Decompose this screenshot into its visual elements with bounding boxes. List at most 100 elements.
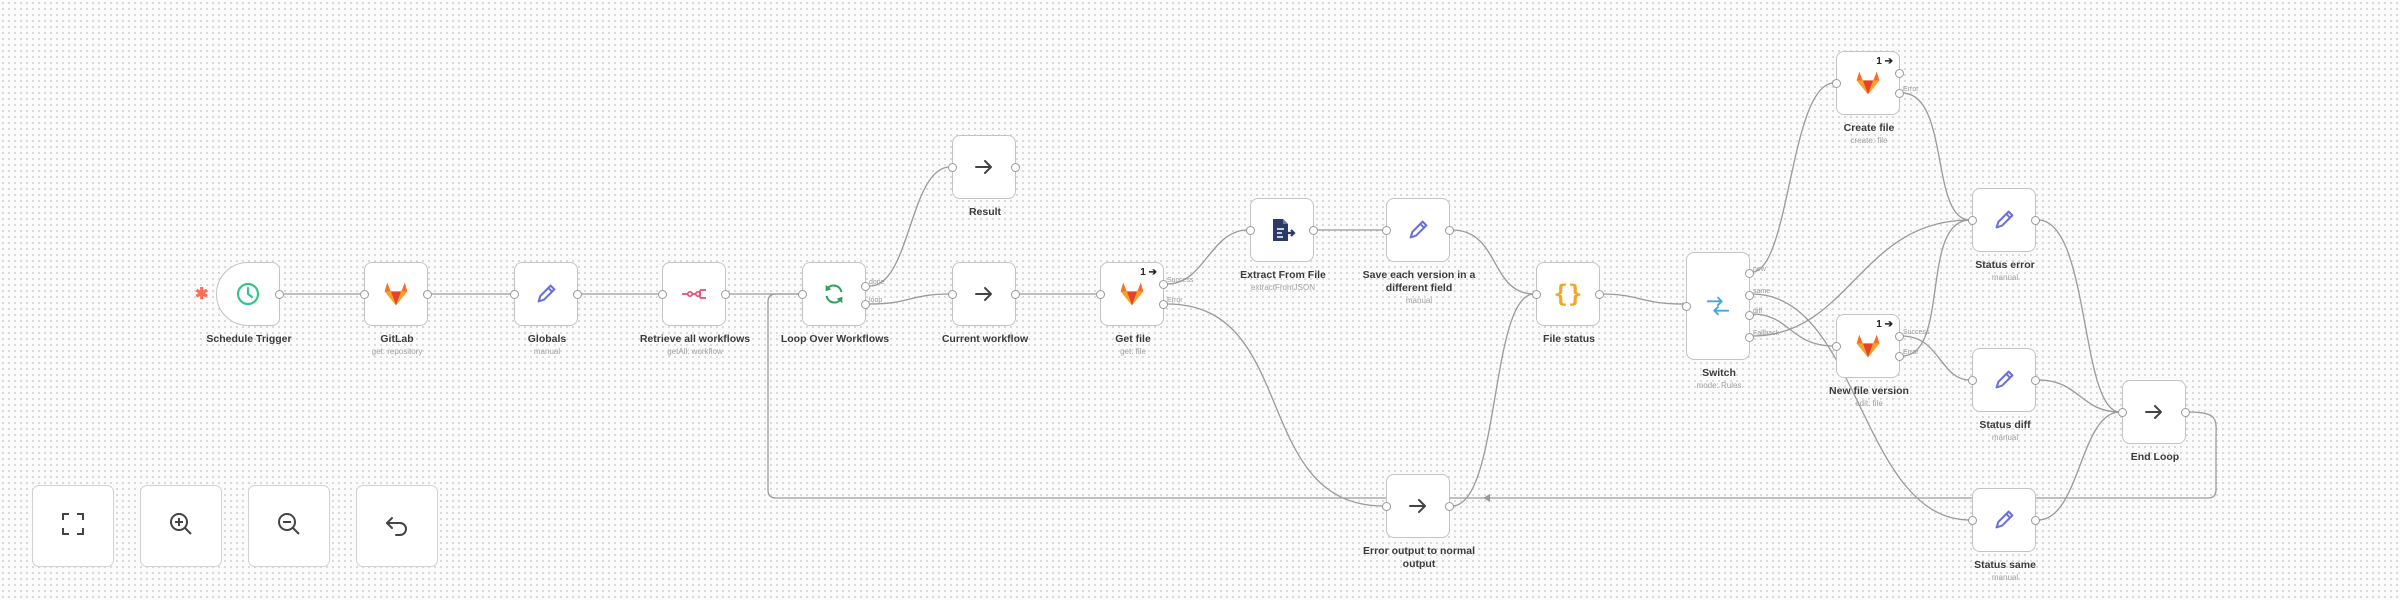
arrow-right-icon — [1403, 491, 1433, 521]
switch-diff-handle[interactable] — [1745, 311, 1754, 320]
switch-fallback-handle[interactable] — [1745, 333, 1754, 342]
edge-newversion-statusdiff[interactable] — [1901, 335, 1971, 381]
switch-new-handle[interactable] — [1745, 269, 1754, 278]
edge-statusdiff-endloop[interactable] — [2037, 379, 2121, 413]
edge-statuserror-endloop[interactable] — [2037, 219, 2121, 413]
status-same-output-handle[interactable] — [2031, 516, 2040, 525]
loop-done-output-handle[interactable] — [861, 282, 870, 291]
zoom-in-button[interactable] — [140, 485, 222, 567]
retrieve-workflows-output-handle[interactable] — [721, 290, 730, 299]
extract-output-handle[interactable] — [1309, 226, 1318, 235]
file-status-output-handle[interactable] — [1595, 290, 1604, 299]
schedule-trigger-output-handle[interactable] — [275, 290, 284, 299]
loop-over-workflows-node[interactable]: done loop Loop Over Workflows — [781, 262, 889, 345]
edge-saveeach-filestatus[interactable] — [1451, 229, 1535, 295]
result-node[interactable]: Result — [948, 135, 1020, 218]
gitlab-icon — [1853, 331, 1883, 361]
status-same-input-handle[interactable] — [1968, 516, 1977, 525]
create-file-success-handle[interactable] — [1895, 69, 1904, 78]
retrieve-workflows-input-handle[interactable] — [658, 290, 667, 299]
current-workflow-node[interactable]: Current workflow — [942, 262, 1028, 345]
globals-input-handle[interactable] — [510, 290, 519, 299]
file-status-node[interactable]: {} File status — [1532, 262, 1604, 345]
pencil-icon — [1403, 215, 1433, 245]
switch-same-handle[interactable] — [1745, 291, 1754, 300]
edge-getfile-extract[interactable] — [1166, 229, 1249, 285]
gitlab-icon — [381, 279, 411, 309]
edge-getfile-erroroutput[interactable] — [1166, 303, 1385, 507]
edge-switch-statussame[interactable] — [1751, 293, 1971, 521]
get-file-error-handle[interactable] — [1159, 300, 1168, 309]
schedule-trigger-node[interactable]: Schedule Trigger — [206, 262, 292, 345]
edge-endloop-loop[interactable] — [767, 293, 2217, 499]
save-each-output-handle[interactable] — [1445, 226, 1454, 235]
reset-zoom-button[interactable] — [356, 485, 438, 567]
status-error-input-handle[interactable] — [1968, 216, 1977, 225]
error-output-label: Error output to normal output — [1363, 545, 1475, 570]
loop-loop-port-label: loop — [869, 297, 883, 304]
fit-view-button[interactable] — [32, 485, 114, 567]
globals-output-handle[interactable] — [573, 290, 582, 299]
get-file-input-handle[interactable] — [1096, 290, 1105, 299]
edge-switch-newversion[interactable] — [1751, 313, 1835, 347]
end-loop-node[interactable]: End Loop — [2118, 380, 2190, 463]
error-output-node[interactable]: Error output to normal output — [1363, 474, 1475, 570]
error-output-input-handle[interactable] — [1382, 502, 1391, 511]
status-diff-input-handle[interactable] — [1968, 376, 1977, 385]
new-file-version-input-handle[interactable] — [1832, 342, 1841, 351]
loop-input-handle[interactable] — [798, 290, 807, 299]
gitlab-input-handle[interactable] — [360, 290, 369, 299]
gitlab-output-handle[interactable] — [423, 290, 432, 299]
edge-switch-createfile[interactable] — [1751, 82, 1835, 273]
current-workflow-output-handle[interactable] — [1011, 290, 1020, 299]
end-loop-output-handle[interactable] — [2181, 408, 2190, 417]
edge-loop-current[interactable] — [869, 293, 951, 305]
edge-filestatus-switch[interactable] — [1601, 293, 1685, 305]
result-output-handle[interactable] — [1011, 163, 1020, 172]
create-file-input-handle[interactable] — [1832, 79, 1841, 88]
edge-switch-statuserror[interactable] — [1751, 219, 1971, 337]
save-each-input-handle[interactable] — [1382, 226, 1391, 235]
edge-endloop-loop-arrow — [1483, 494, 1490, 502]
loop-loop-output-handle[interactable] — [861, 300, 870, 309]
create-file-error-handle[interactable] — [1895, 89, 1904, 98]
edge-erroroutput-filestatus[interactable] — [1451, 293, 1535, 507]
result-input-handle[interactable] — [948, 163, 957, 172]
extract-input-handle[interactable] — [1246, 226, 1255, 235]
edge-statussame-endloop[interactable] — [2037, 411, 2121, 521]
switch-diff-port-label: diff — [1753, 308, 1763, 315]
error-output-output-handle[interactable] — [1445, 502, 1454, 511]
new-file-version-error-handle[interactable] — [1895, 352, 1904, 361]
current-workflow-input-handle[interactable] — [948, 290, 957, 299]
status-diff-output-handle[interactable] — [2031, 376, 2040, 385]
switch-icon — [1703, 291, 1733, 321]
edge-createfile-statuserror[interactable] — [1901, 92, 1971, 221]
end-loop-input-handle[interactable] — [2118, 408, 2127, 417]
status-error-output-handle[interactable] — [2031, 216, 2040, 225]
file-status-input-handle[interactable] — [1532, 290, 1541, 299]
switch-input-handle[interactable] — [1682, 302, 1691, 311]
new-file-version-success-handle[interactable] — [1895, 332, 1904, 341]
edge-loop-result[interactable] — [869, 166, 951, 287]
zoom-out-button[interactable] — [248, 485, 330, 567]
get-file-success-handle[interactable] — [1159, 280, 1168, 289]
get-file-error-port-label: Error — [1167, 297, 1183, 304]
edge-newversion-statuserror[interactable] — [1901, 219, 1971, 357]
